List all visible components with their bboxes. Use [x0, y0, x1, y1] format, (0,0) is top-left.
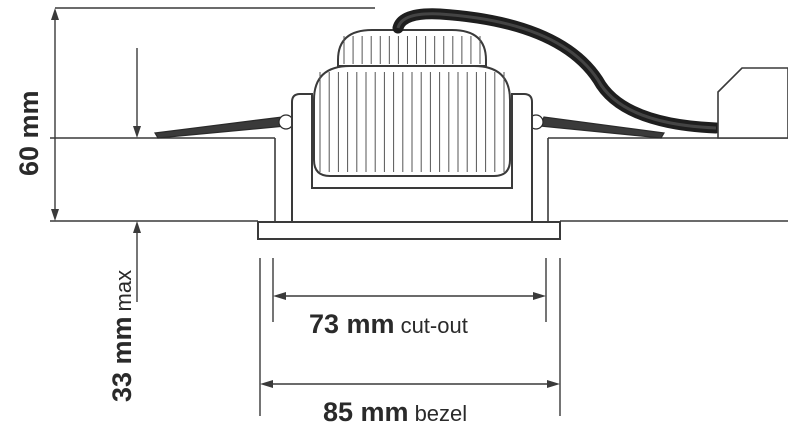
heatsink-fins [319, 72, 505, 172]
height-label: 60 mm [14, 90, 44, 176]
arrowhead-left [260, 380, 273, 388]
height-dimension [51, 7, 375, 302]
ceiling-depth-label: 33 mmmax [107, 270, 137, 402]
heatsink-cap [337, 29, 487, 67]
spring-clip-left [154, 116, 287, 139]
arrowhead-up [51, 8, 59, 20]
arrowhead-right [547, 380, 560, 388]
downlight-body [257, 29, 561, 240]
clip-pivot-left [278, 114, 294, 130]
arrowhead-up [133, 221, 141, 233]
arrowhead-down [51, 209, 59, 221]
driver-box [717, 67, 788, 139]
width-dimensions [259, 258, 561, 416]
power-cable [392, 8, 722, 134]
arrowhead-left [273, 292, 286, 300]
arrowhead-right [533, 292, 546, 300]
mounting-bracket [291, 93, 533, 223]
arrowhead-down [133, 126, 141, 138]
driver-housing [717, 67, 788, 139]
bezel-rim [257, 221, 561, 240]
cap-fins [343, 36, 481, 64]
ceiling-surface [50, 137, 788, 222]
cable-highlight [396, 12, 717, 130]
